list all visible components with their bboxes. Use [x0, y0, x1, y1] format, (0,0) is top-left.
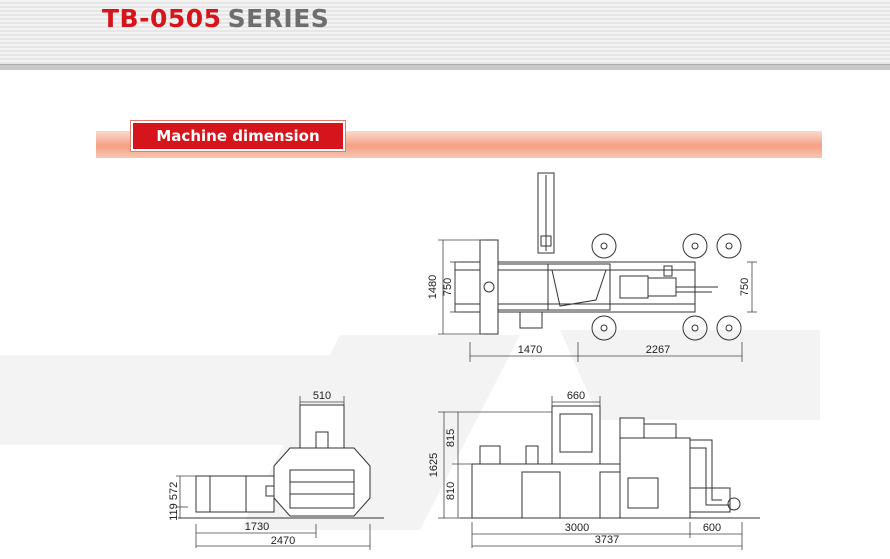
top-view-height-inner-right: 750	[739, 278, 751, 296]
end-view-top-width: 510	[313, 390, 331, 402]
end-view-height-b: 572	[168, 482, 180, 500]
side-view-length-total: 3737	[595, 534, 619, 546]
end-view-dim-lines	[176, 396, 371, 550]
side-view-height-upper: 815	[445, 429, 457, 447]
side-view-hopper-width: 660	[567, 390, 585, 402]
wheel-group	[591, 233, 742, 341]
top-view-drawing	[454, 172, 742, 341]
top-view-length-left: 1470	[518, 344, 542, 356]
series-label: SERIES	[227, 4, 330, 33]
header-band	[0, 0, 890, 64]
end-view-length-inner: 1730	[245, 521, 269, 533]
model-name: TB-0505	[102, 4, 222, 33]
top-view-length-right: 2267	[646, 344, 670, 356]
section-title: Machine dimension	[156, 127, 320, 145]
side-view-drawing	[460, 405, 760, 519]
side-view-height-total: 1625	[428, 453, 440, 477]
side-view-length-main: 3000	[565, 522, 589, 534]
side-view-length-extra: 600	[703, 522, 721, 534]
watermark	[0, 330, 820, 530]
end-view-height-a: 119	[168, 503, 180, 521]
top-view-height-inner-left: 750	[442, 278, 454, 296]
header-rule	[0, 64, 890, 70]
section-tab: Machine dimension	[131, 121, 345, 151]
end-view-length-total: 2470	[271, 535, 295, 547]
top-view-dim-lines	[438, 239, 757, 362]
side-view-dim-lines	[438, 396, 743, 550]
side-view-height-lower: 810	[445, 482, 457, 500]
end-view-drawing	[178, 404, 384, 519]
top-view-height-total: 1480	[427, 275, 439, 299]
